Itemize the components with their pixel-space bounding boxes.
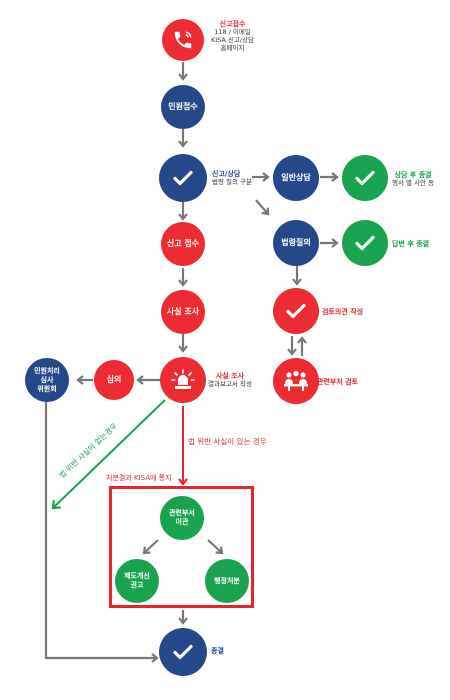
check-icon: [173, 644, 193, 660]
answer-end-node: [342, 220, 388, 266]
report-call-sub3: 홈페이지: [220, 44, 245, 52]
committee-line1: 민원처리: [34, 366, 60, 375]
report-call-node: [162, 19, 204, 61]
alarm-light-icon: [171, 369, 195, 389]
review-opinion-title: 검토의견 작성: [322, 308, 364, 316]
deliberation-node: 심의: [94, 360, 134, 400]
consult-end-node: [342, 155, 388, 201]
arrow-transfer-to-improve: [142, 539, 159, 555]
improve-rec-node: 제도개선 권고: [115, 559, 159, 603]
check-icon: [286, 303, 306, 319]
violation-label: 법 위반 사실이 있는 경우: [188, 437, 267, 446]
notify-label: 처분결과 KISA에 통지: [106, 474, 172, 482]
review-opinion-node: [273, 288, 319, 334]
arrow-committee-to-final: [44, 402, 159, 663]
complaint-receipt-node: 민원접수: [161, 85, 205, 129]
fact-check-label: 사실 조사: [166, 307, 200, 316]
arrow-transfer-to-admin: [207, 539, 224, 555]
general-consult-node: 일반상담: [273, 155, 319, 201]
classify-node: [159, 154, 207, 202]
dept-review-title: 관련부처 검토: [317, 378, 359, 386]
deliberation-label: 심의: [106, 375, 122, 384]
final-end-title: 종결: [211, 647, 224, 655]
admin-action-label: 행정처분: [214, 577, 240, 585]
classify-sub: 법령 질의 구분: [212, 178, 253, 186]
consult-end-label: 상담 후 종결 행사 별 사안 등: [392, 171, 434, 187]
arrow-no-violation-path: [51, 399, 166, 510]
improve-rec-line1: 제도개선: [124, 572, 150, 580]
transfer-line2: 이관: [175, 518, 189, 526]
report-call-title: 신고접수: [219, 20, 246, 28]
meeting-icon: [284, 370, 308, 391]
investigation-title: 사실 조사: [215, 372, 245, 380]
consult-end-title: 상담 후 종결: [394, 171, 432, 179]
investigation-label: 사실 조사 결과보고서 작성: [208, 372, 252, 388]
admin-action-node: 행정처분: [205, 559, 249, 603]
committee-line2: 심사: [40, 375, 54, 384]
report-receipt-node: 신고 접수: [161, 222, 205, 266]
dept-review-node: [273, 358, 319, 404]
report-call-sub2: KISA 신고/상담: [211, 36, 255, 44]
legal-inquiry-label: 법령질의: [281, 238, 311, 247]
classify-title: 신고/상담: [212, 170, 241, 178]
check-icon: [355, 235, 375, 251]
report-receipt-label: 신고 접수: [166, 239, 200, 248]
fact-check-node: 사실 조사: [161, 290, 205, 334]
general-consult-label: 일반상담: [281, 173, 311, 182]
report-call-label: 신고접수 118 / 이메일 KISA 신고/상담 홈페이지: [211, 20, 254, 52]
investigation-sub: 결과보고서 작성: [208, 380, 252, 388]
legal-inquiry-node: 법령질의: [273, 220, 319, 266]
committee-line3: 위원회: [37, 384, 57, 393]
improve-rec-line2: 권고: [130, 581, 144, 589]
investigation-node: [160, 357, 206, 403]
answer-end-title: 답변 후 종결: [392, 240, 430, 248]
final-end-node: [159, 628, 207, 676]
complaint-receipt-label: 민원접수: [168, 102, 198, 111]
action-group-box: [109, 486, 254, 608]
consult-end-sub: 행사 별 사안 등: [392, 179, 435, 187]
check-icon: [355, 170, 375, 186]
transfer-node: 관련부서 이관: [160, 496, 204, 540]
check-icon: [173, 170, 193, 186]
committee-node: 민원처리 심사 위원회: [25, 358, 69, 402]
report-call-sub1: 118 / 이메일: [214, 28, 251, 36]
arrow-classify-to-legal: [255, 199, 270, 216]
phone-icon: [174, 31, 192, 49]
transfer-line1: 관련부서: [169, 509, 195, 517]
classify-label: 신고/상담 법령 질의 구분: [212, 170, 252, 186]
